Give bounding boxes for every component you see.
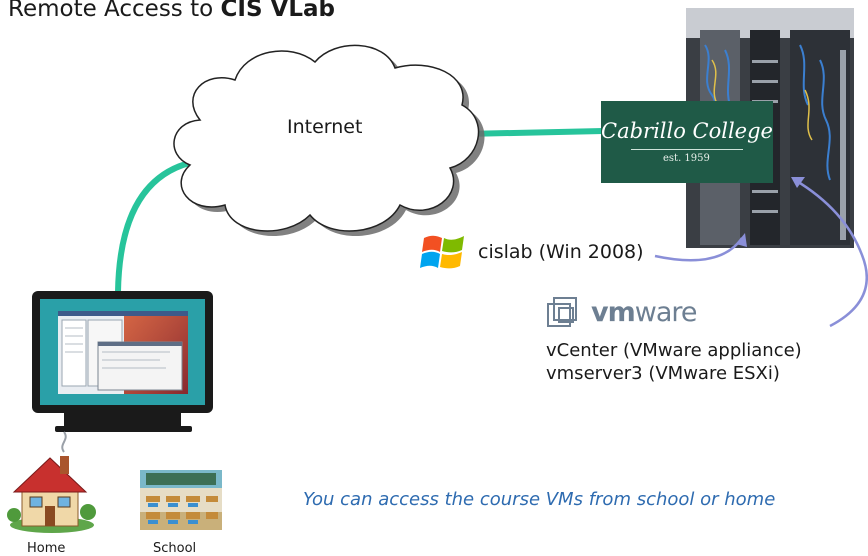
vmware-arrow [794,178,868,328]
vmware-arrowhead [791,177,805,188]
vmware-wordmark: vmware [591,297,697,328]
vmserver-label: vmserver3 (VMware ESXi) [546,363,780,384]
college-divider [631,149,743,150]
cislab-label: cislab (Win 2008) [478,241,644,263]
vmware-logo: vmware [536,291,718,339]
monitor-to-internet-link [115,157,206,293]
college-est: est. 1959 [663,153,710,164]
cislab-arrowhead [736,233,747,247]
home-label: Home [27,541,66,556]
access-note: You can access the course VMs from schoo… [303,489,776,510]
internet-cloud [173,44,485,237]
monitor-icon [32,291,213,432]
vmware-box-icon [547,297,577,327]
school-label: School [153,541,197,556]
internet-label: Internet [287,116,363,138]
college-name: Cabrillo College [601,119,773,143]
vcenter-label: vCenter (VMware appliance) [546,340,802,361]
windows-logo [420,235,464,269]
home-house-image [7,431,96,533]
page-title: Remote Access to CIS VLab [8,0,335,22]
school-classroom-image [140,470,222,530]
internet-to-college-link [464,128,604,137]
cabrillo-college-logo: Cabrillo College est. 1959 [601,101,773,183]
